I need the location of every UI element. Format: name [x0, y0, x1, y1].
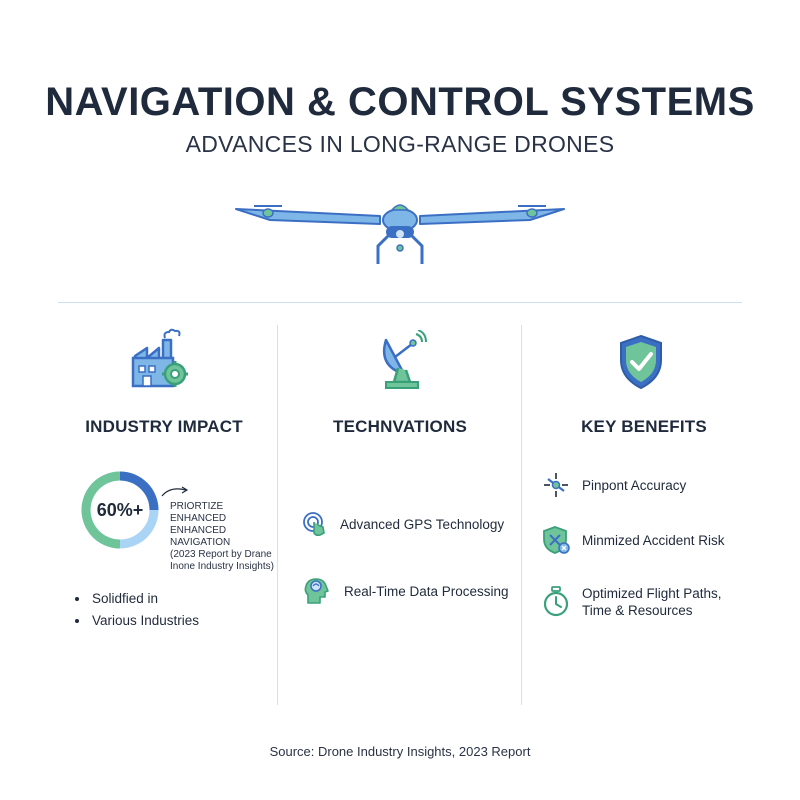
bullet-dot [75, 596, 79, 601]
stat-line-1: PRIORTIZE ENHANCED [170, 501, 227, 524]
stat-line-4: Inone Industry Insights) [170, 561, 274, 572]
source-footer: Source: Drone Industry Insights, 2023 Re… [269, 744, 531, 759]
stopwatch-icon [543, 586, 569, 617]
benefit-label-line-2: Time & Resources [582, 603, 693, 618]
factory-gear-icon [131, 328, 188, 388]
column-title-innovations: TECHNVATIONS [333, 417, 467, 436]
shield-x-icon [543, 526, 570, 554]
stat-line-2: ENHANCED NAVIGATION [170, 525, 231, 548]
benefit-label-line-1: Optimized Flight Paths, [582, 586, 722, 601]
stat-description: PRIORTIZE ENHANCED ENHANCED NAVIGATION (… [170, 501, 280, 573]
page-title: NAVIGATION & CONTROL SYSTEMS [45, 80, 755, 124]
industry-bullets: Solidfied in Various Industries [75, 590, 199, 634]
benefit-item-risk: Minmized Accident Risk [542, 525, 725, 555]
brain-processing-icon [304, 578, 329, 604]
benefit-item-optimized: Optimized Flight Paths, Time & Resources [542, 585, 722, 619]
drone-icon [235, 204, 565, 264]
column-title-key-benefits: KEY BENEFITS [581, 417, 707, 436]
stat-line-3: (2023 Report by Drane [170, 549, 272, 560]
innovation-label: Real-Time Data Processing [344, 583, 509, 599]
bullet-item: Solidfied in [75, 590, 199, 607]
column-title-industry-impact: INDUSTRY IMPACT [85, 417, 243, 436]
benefit-label: Minmized Accident Risk [582, 532, 725, 548]
satellite-dish-icon [382, 330, 427, 389]
target-drone-icon [544, 473, 568, 497]
percentage-donut-chart [81, 471, 159, 549]
benefit-item-accuracy: Pinpont Accuracy [542, 471, 686, 499]
bullet-text: Solidfied in [92, 591, 159, 606]
benefit-label: Pinpont Accuracy [582, 477, 687, 493]
innovation-item-gps: Advanced GPS Technology [302, 511, 504, 537]
shield-check-icon [620, 334, 662, 390]
benefit-label: Optimized Flight Paths, Time & Resources [582, 585, 722, 619]
stat-value: 60%+ [96, 500, 144, 520]
column-divider-1 [277, 325, 278, 705]
section-divider [58, 302, 742, 303]
gps-touch-icon [303, 512, 325, 537]
column-divider-2 [521, 325, 522, 705]
bullet-dot [75, 618, 79, 623]
bullet-item: Various Industries [75, 612, 199, 629]
bullet-text: Various Industries [92, 613, 200, 628]
page-subtitle: ADVANCES IN LONG-RANGE DRONES [185, 131, 615, 157]
innovation-item-data: Real-Time Data Processing [302, 577, 509, 605]
innovation-label: Advanced GPS Technology [340, 516, 505, 532]
curved-arrow-icon [161, 486, 189, 497]
